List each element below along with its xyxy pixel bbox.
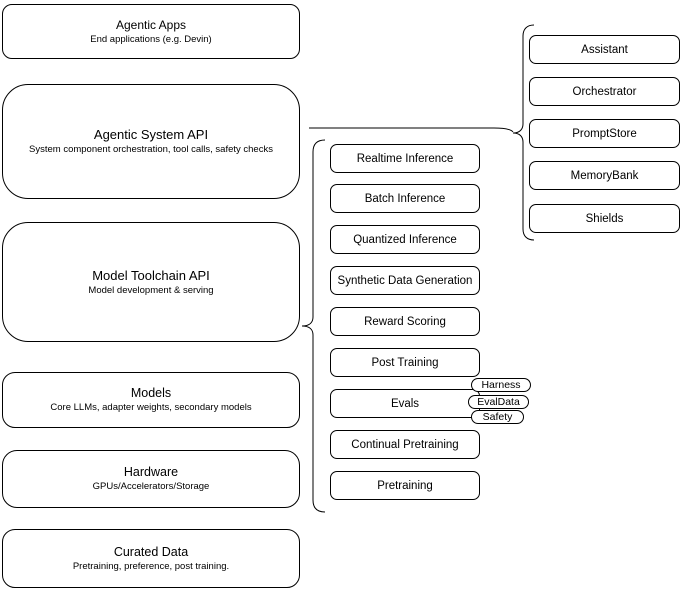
tag-label: EvalData — [477, 396, 520, 408]
node-continual-pretraining: Continual Pretraining — [330, 430, 480, 459]
node-label: Realtime Inference — [356, 152, 454, 165]
tag-label: Harness — [481, 379, 521, 391]
tag-evaldata: EvalData — [468, 395, 529, 409]
node-agentic-apps: Agentic Apps End applications (e.g. Devi… — [2, 4, 300, 59]
node-title: Agentic Apps — [115, 17, 187, 32]
node-batch-inference: Batch Inference — [330, 184, 480, 213]
node-label: Orchestrator — [572, 85, 637, 98]
node-hardware: Hardware GPUs/Accelerators/Storage — [2, 450, 300, 508]
node-label: Evals — [390, 397, 420, 410]
node-subtitle: System component orchestration, tool cal… — [29, 144, 273, 155]
node-label: MemoryBank — [570, 169, 639, 182]
node-label: Quantized Inference — [353, 233, 457, 246]
node-subtitle: End applications (e.g. Devin) — [90, 33, 212, 45]
node-assistant: Assistant — [529, 35, 680, 64]
api-to-components-connector-line — [309, 127, 514, 133]
node-quantized-inference: Quantized Inference — [330, 225, 480, 254]
node-label: Shields — [585, 212, 624, 225]
node-label: PromptStore — [572, 127, 637, 140]
node-realtime-inference: Realtime Inference — [330, 144, 480, 173]
node-promptstore: PromptStore — [529, 119, 680, 148]
node-reward-scoring: Reward Scoring — [330, 307, 480, 336]
tag-label: Safety — [482, 411, 513, 423]
node-label: Pretraining — [377, 479, 433, 492]
node-title: Curated Data — [113, 544, 189, 559]
node-subtitle: Model development & serving — [88, 284, 214, 296]
node-models: Models Core LLMs, adapter weights, secon… — [2, 372, 300, 428]
node-curated-data: Curated Data Pretraining, preference, po… — [2, 529, 300, 588]
node-title: Model Toolchain API — [92, 267, 210, 283]
node-label: Post Training — [371, 356, 439, 369]
node-label: Reward Scoring — [364, 315, 446, 328]
toolchain-group-brace — [301, 139, 326, 513]
node-orchestrator: Orchestrator — [529, 77, 680, 106]
node-subtitle: GPUs/Accelerators/Storage — [92, 481, 210, 492]
node-post-training: Post Training — [330, 348, 480, 377]
node-title: Hardware — [123, 465, 179, 479]
node-label: Assistant — [581, 43, 628, 56]
node-synthetic-data-generation: Synthetic Data Generation — [330, 266, 480, 295]
node-memorybank: MemoryBank — [529, 161, 680, 190]
node-subtitle: Pretraining, preference, post training. — [72, 560, 230, 572]
tag-safety: Safety — [471, 410, 524, 424]
node-title: Models — [130, 386, 172, 400]
node-label: Batch Inference — [364, 192, 446, 205]
node-label: Synthetic Data Generation — [337, 274, 473, 287]
node-subtitle: Core LLMs, adapter weights, secondary mo… — [50, 402, 252, 413]
node-model-toolchain-api: Model Toolchain API Model development & … — [2, 222, 300, 342]
node-label: Continual Pretraining — [351, 438, 459, 451]
node-pretraining: Pretraining — [330, 471, 480, 500]
node-shields: Shields — [529, 204, 680, 233]
tag-harness: Harness — [471, 378, 531, 392]
node-agentic-system-api: Agentic System API System component orch… — [2, 84, 300, 199]
node-title: Agentic System API — [93, 127, 209, 142]
node-evals: Evals — [330, 389, 480, 418]
